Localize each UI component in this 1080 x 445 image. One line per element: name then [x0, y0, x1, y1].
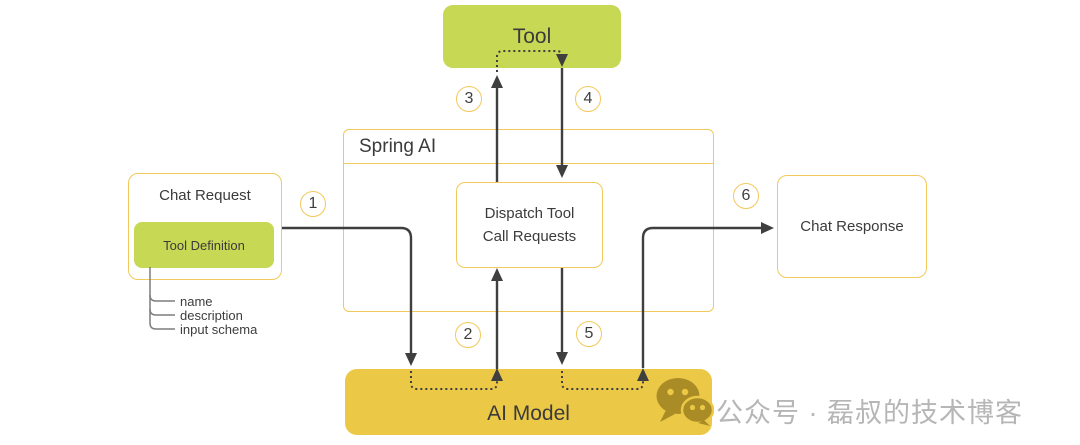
tool-box: Tool: [443, 5, 621, 68]
tool-definition-box: Tool Definition: [134, 222, 274, 268]
wechat-logo-icon: [656, 378, 714, 426]
arrowhead-1-down: [405, 353, 417, 366]
tool-box-label: Tool: [512, 24, 552, 48]
tool-definition-label: Tool Definition: [163, 237, 245, 253]
attribute-description-label: description: [180, 308, 243, 323]
arrowhead-3-up: [491, 75, 503, 88]
branch-line-input-schema: [149, 309, 175, 330]
dispatch-tool-call-requests-box: Dispatch Tool Call Requests: [456, 182, 603, 268]
arrowhead-5-down: [556, 352, 568, 365]
step-badge-4: 4: [575, 86, 601, 112]
attribute-name-label: name: [180, 294, 213, 309]
ai-model-box: AI Model: [345, 369, 712, 435]
ai-model-label: AI Model: [487, 402, 570, 425]
chat-request-title: Chat Request: [159, 187, 251, 204]
attribute-input-schema-label: input schema: [180, 322, 258, 337]
watermark-text: 公众号 · 磊叔的技术博客: [716, 398, 1023, 428]
step-badge-3: 3: [456, 86, 482, 112]
chat-response-box: Chat Response: [777, 175, 927, 278]
branch-line-description: [149, 295, 175, 316]
chat-response-label: Chat Response: [800, 218, 904, 235]
spring-ai-title: Spring AI: [344, 130, 713, 164]
dispatch-line-2: Call Requests: [482, 228, 577, 245]
dispatch-line-1: Dispatch Tool: [484, 204, 575, 222]
arrowhead-6-right: [761, 222, 774, 234]
step-badge-2: 2: [455, 322, 481, 348]
step-badge-5: 5: [576, 321, 602, 347]
step-badge-6: 6: [733, 183, 759, 209]
chat-request-box: Chat Request Tool Definition: [128, 173, 282, 280]
step-badge-1: 1: [300, 191, 326, 217]
